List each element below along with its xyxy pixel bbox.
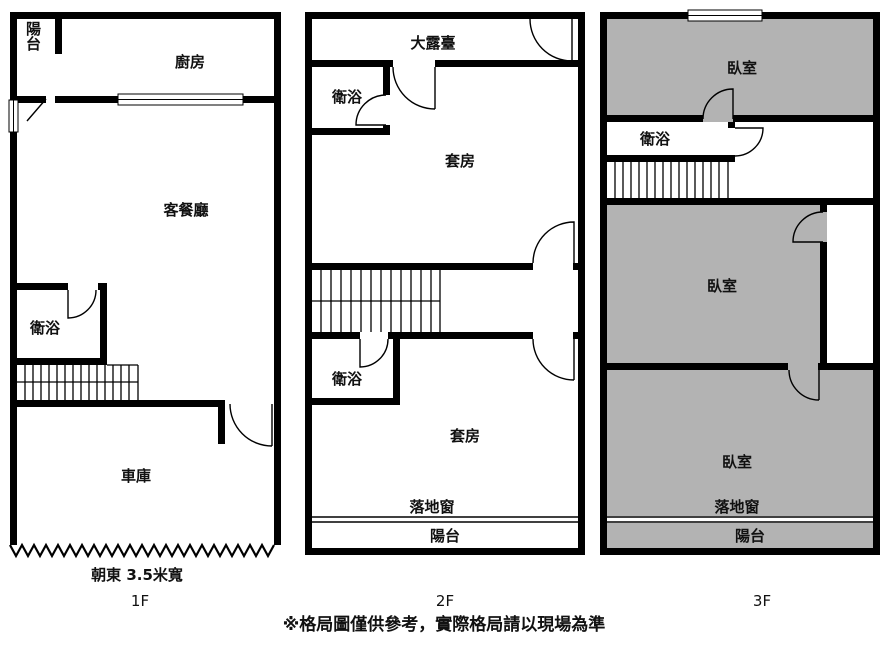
- floor-1f: 陽台 廚房 客餐廳 衛浴 車庫 朝東 3.5米寬 1F: [8, 12, 281, 610]
- room-label-1f-balcony: 陽台: [24, 21, 42, 52]
- floor-label-1f: 1F: [131, 592, 149, 610]
- floor1-walls: [10, 12, 281, 545]
- room-label-2f-bath-lower: 衛浴: [331, 370, 363, 388]
- room-label-2f-bath-upper: 衛浴: [331, 88, 363, 106]
- room-label-2f-suite-upper: 套房: [444, 152, 475, 170]
- french-window-3f: [607, 516, 873, 523]
- floor3-walls: [600, 12, 880, 555]
- room-label-1f-garage: 車庫: [121, 467, 151, 485]
- window-1f-left: [8, 99, 19, 133]
- disclaimer-text: ※格局圖僅供參考，實際格局請以現場為準: [283, 614, 606, 635]
- room-label-1f-bath: 衛浴: [29, 319, 61, 337]
- label-3f-french-window: 落地窗: [714, 498, 759, 516]
- garage-door-zigzag: [9, 542, 275, 559]
- window-1f-kitchen: [117, 93, 244, 106]
- floor-label-3f: 3F: [753, 592, 771, 610]
- doors-2f: [355, 18, 575, 381]
- floor-2f: 大露臺 衛浴 套房 衛浴 套房 落地窗 陽台 2F: [305, 12, 585, 610]
- doors-3f: [702, 88, 824, 401]
- room-label-3f-bedroom-front: 臥室: [727, 59, 757, 77]
- room-label-3f-bedroom-rear: 臥室: [722, 453, 752, 471]
- label-2f-french-window: 落地窗: [409, 498, 454, 516]
- room-label-3f-balcony: 陽台: [735, 527, 765, 545]
- room-label-1f-living-dining: 客餐廳: [162, 201, 208, 219]
- room-label-2f-suite-lower: 套房: [449, 427, 480, 445]
- doors-1f: [26, 98, 273, 447]
- room-label-3f-bath: 衛浴: [639, 130, 671, 148]
- floor3-french-window-strip: [607, 516, 873, 523]
- floor3-side-corridor: [827, 205, 873, 363]
- stairs-2f: [312, 270, 441, 332]
- stairs-1f: [17, 364, 139, 400]
- floor2-walls: [305, 12, 585, 555]
- room-label-2f-balcony: 陽台: [430, 527, 460, 545]
- window-3f-top: [687, 9, 763, 22]
- orientation-note: 朝東 3.5米寬: [91, 566, 183, 584]
- floor-label-2f: 2F: [436, 592, 454, 610]
- floor-3f: 臥室 衛浴 臥室 臥室 落地窗 陽台 3F: [600, 9, 880, 610]
- room-label-2f-terrace: 大露臺: [410, 34, 455, 52]
- french-window-2f: [312, 516, 578, 523]
- stairs-3f: [614, 162, 729, 198]
- room-label-3f-bedroom-middle: 臥室: [707, 277, 737, 295]
- room-label-1f-kitchen: 廚房: [175, 53, 205, 71]
